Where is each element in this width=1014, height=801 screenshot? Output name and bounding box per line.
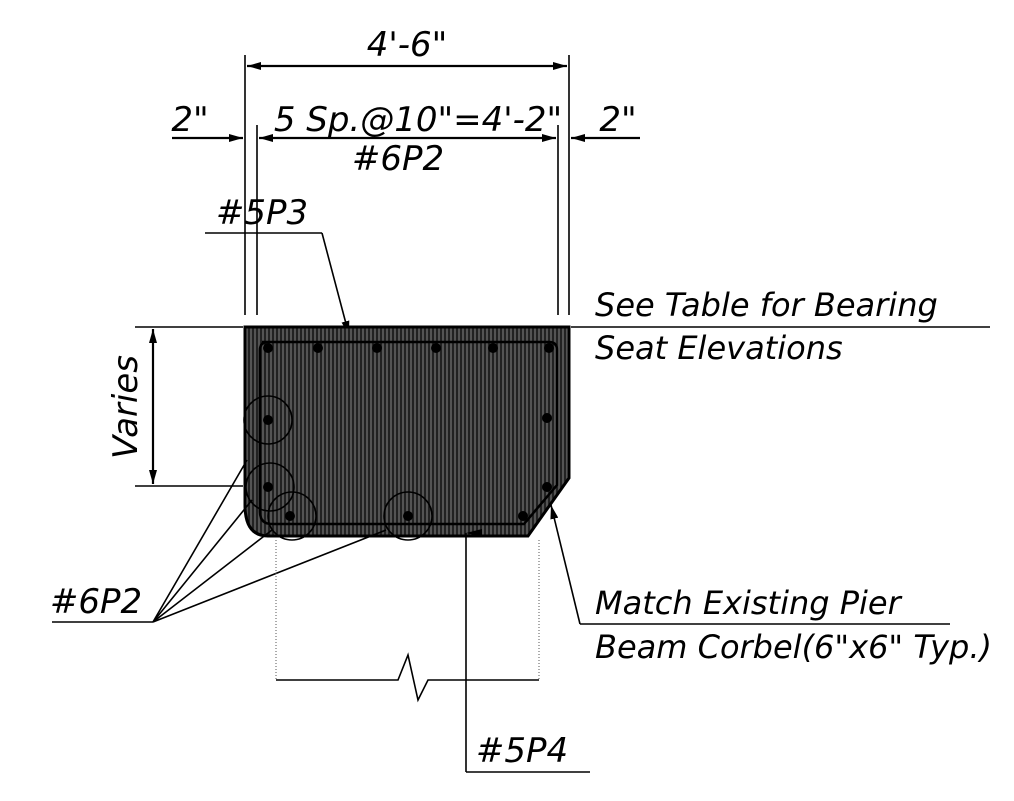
height-label: Varies	[106, 355, 146, 459]
stirrup-label: #5P3	[216, 193, 308, 233]
bearing-note-line1: See Table for Bearing	[595, 286, 938, 324]
overall-width-label: 4'-6"	[367, 25, 448, 65]
bearing-note: See Table for Bearing Seat Elevations	[571, 286, 990, 367]
side-bars-callout: #6P2	[50, 459, 387, 623]
corbel-note-line2: Beam Corbel(6"x6" Typ.)	[595, 628, 992, 666]
rebar-dots	[263, 343, 554, 521]
stirrup-callout: #5P3	[205, 193, 350, 336]
bottom-bar-label: #5P4	[476, 731, 568, 771]
spacing-dimension-row: 2" 5 Sp.@10"=4'-2" 2" #6P2	[171, 100, 640, 179]
extension-lines	[244, 55, 570, 315]
left-cover-label: 2"	[171, 100, 208, 140]
top-bars-label: #6P2	[352, 139, 444, 179]
corbel-note: Match Existing Pier Beam Corbel(6"x6" Ty…	[550, 504, 992, 666]
side-bar-circles	[243, 395, 433, 541]
bottom-bar-callout: #5P4	[465, 529, 590, 773]
overall-width-dimension: 4'-6"	[247, 25, 567, 70]
bearing-note-line2: Seat Elevations	[595, 329, 843, 367]
corbel-note-line1: Match Existing Pier	[595, 584, 903, 622]
existing-pier-outline	[275, 540, 540, 703]
right-cover-label: 2"	[599, 100, 636, 140]
height-dimension: Varies	[106, 326, 243, 487]
bar-spacing-label: 5 Sp.@10"=4'-2"	[274, 100, 562, 140]
pier-cap-section	[243, 325, 571, 538]
side-bars-label: #6P2	[50, 582, 142, 622]
